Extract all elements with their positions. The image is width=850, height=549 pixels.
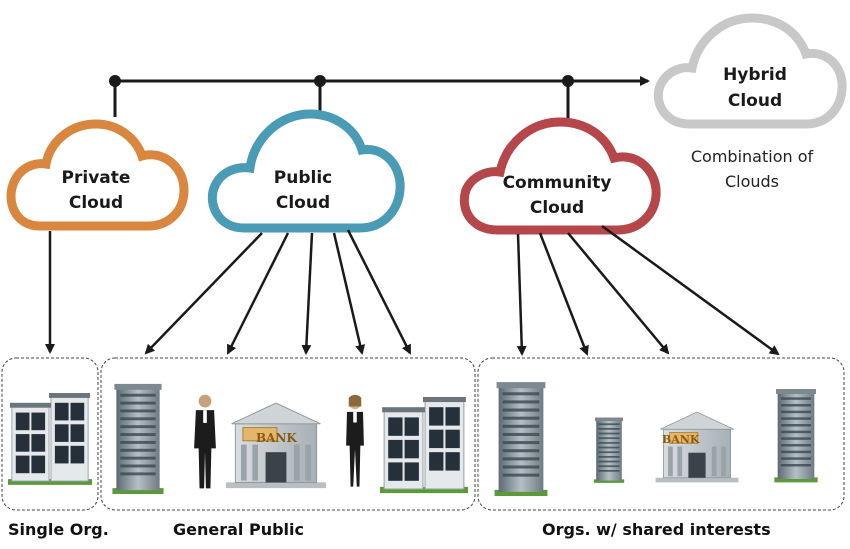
consumer-arrows (45, 224, 780, 356)
businessman-icon (194, 394, 216, 489)
businesswoman-icon (346, 394, 364, 487)
bank-sign: BANK (256, 431, 297, 445)
general-public-box (100, 357, 476, 511)
bank-building-icon (225, 402, 327, 489)
office-building-icon (379, 396, 469, 494)
hybrid-cloud: Hybrid Cloud (653, 13, 847, 129)
public-cloud: Public Cloud (207, 109, 405, 233)
hybrid-caption-line1: Combination of (691, 147, 814, 166)
bank-sign: BANK (662, 433, 700, 446)
private-cloud-label-line2: Cloud (69, 193, 123, 213)
single-org-label: Single Org. (8, 520, 109, 539)
private-cloud-label-line1: Private (62, 168, 131, 188)
office-building-icon (7, 392, 93, 486)
single-org-box (1, 357, 99, 511)
general-public-label: General Public (173, 520, 304, 539)
private-cloud: Private Cloud (6, 119, 189, 231)
hybrid-cloud-label-line2: Cloud (728, 91, 782, 111)
hybrid-cloud-label-line1: Hybrid (723, 65, 787, 85)
community-cloud-label-line2: Cloud (530, 198, 584, 218)
bank-building-icon (655, 411, 739, 483)
community-cloud: Community Cloud (459, 117, 661, 235)
community-cloud-label-line1: Community (503, 173, 612, 193)
community-orgs-label: Orgs. w/ shared interests (542, 520, 771, 539)
public-cloud-label-line2: Cloud (276, 193, 330, 213)
skyscraper-icon (774, 389, 818, 483)
public-cloud-label-line1: Public (274, 168, 332, 188)
hybrid-caption-line2: Clouds (725, 172, 779, 191)
community-orgs-box (477, 357, 845, 511)
connector-dots (109, 75, 574, 87)
small-tower-icon (593, 417, 625, 483)
skyscraper-icon (494, 382, 548, 496)
skyscraper-icon (112, 383, 164, 495)
